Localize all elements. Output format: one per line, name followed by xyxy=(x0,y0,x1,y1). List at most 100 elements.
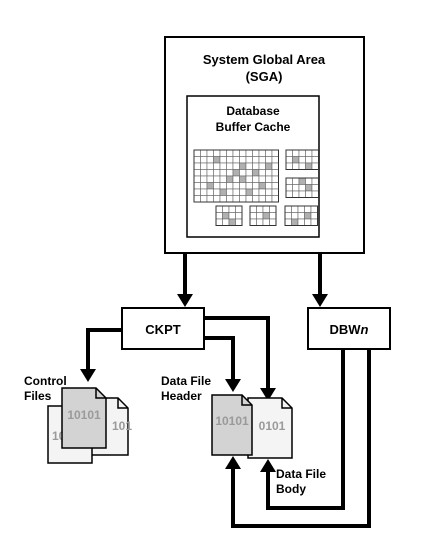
buffer-block xyxy=(252,175,260,183)
buffer-block xyxy=(298,177,306,185)
buffer-block xyxy=(285,149,293,157)
buffer-block xyxy=(291,218,299,226)
buffer-block xyxy=(256,212,264,220)
control-files-label-line2: Files xyxy=(24,389,52,403)
arrow-ckpt-to-header-back xyxy=(204,316,270,390)
buffer-block xyxy=(265,156,273,164)
buffer-block xyxy=(284,212,292,220)
buffer-block xyxy=(258,156,266,164)
buffer-block xyxy=(269,212,277,220)
buffer-block xyxy=(298,184,306,192)
buffer-block xyxy=(284,205,292,213)
buffer-grid-outline xyxy=(215,205,243,226)
buffer-block xyxy=(200,195,208,203)
buffer-block xyxy=(310,212,318,220)
buffer-block xyxy=(235,212,243,220)
buffer-block xyxy=(271,162,279,170)
data-file-header-label-line1: Data File xyxy=(161,374,211,388)
buffer-block xyxy=(245,149,253,157)
buffer-grid-3 xyxy=(285,177,319,198)
buffer-block xyxy=(219,182,227,190)
buffer-block xyxy=(292,162,300,170)
buffer-block xyxy=(252,162,260,170)
sga-title-line2: (SGA) xyxy=(246,69,283,84)
buffer-block xyxy=(297,205,305,213)
buffer-block xyxy=(222,218,230,226)
buffer-block xyxy=(305,184,313,192)
buffer-block xyxy=(311,162,319,170)
buffer-block xyxy=(271,182,279,190)
buffer-block xyxy=(305,190,313,198)
buffer-block xyxy=(285,190,293,198)
buffer-block xyxy=(213,175,221,183)
buffer-block xyxy=(193,169,201,177)
buffer-block xyxy=(213,195,221,203)
buffer-block xyxy=(284,218,292,226)
buffer-block xyxy=(226,195,234,203)
buffer-block xyxy=(269,205,277,213)
buffer-block xyxy=(311,156,319,164)
buffer-block xyxy=(193,175,201,183)
buffer-block xyxy=(252,188,260,196)
buffer-block xyxy=(298,162,306,170)
buffer-block xyxy=(200,162,208,170)
arrow-ckpt-to-control-files xyxy=(86,328,122,371)
buffer-block xyxy=(258,188,266,196)
control-file-front-text: 10101 xyxy=(67,408,101,422)
buffer-grid-4 xyxy=(215,205,243,226)
arrowhead-ckpt-to-header-front xyxy=(225,379,241,392)
buffer-block-grids xyxy=(193,149,319,226)
arrowhead-ckpt-to-header-back xyxy=(260,388,276,401)
buffer-block xyxy=(232,175,240,183)
buffer-block xyxy=(245,162,253,170)
buffer-block xyxy=(298,149,306,157)
buffer-block xyxy=(258,169,266,177)
buffer-block xyxy=(245,195,253,203)
buffer-block xyxy=(258,195,266,203)
buffer-block xyxy=(297,212,305,220)
buffer-block xyxy=(285,184,293,192)
buffer-block xyxy=(213,162,221,170)
control-file-back-text: 101 xyxy=(112,419,132,433)
data-file-front-text: 10101 xyxy=(215,414,249,428)
buffer-cache-title-line2: Buffer Cache xyxy=(216,120,291,134)
buffer-grid-outline xyxy=(284,205,318,226)
buffer-block xyxy=(239,182,247,190)
sga-title-line1: System Global Area xyxy=(203,52,326,67)
buffer-block xyxy=(292,184,300,192)
buffer-block xyxy=(245,182,253,190)
buffer-block xyxy=(258,182,266,190)
buffer-block xyxy=(193,149,201,157)
buffer-block xyxy=(265,195,273,203)
buffer-block xyxy=(235,218,243,226)
buffer-grid-5 xyxy=(249,205,277,226)
buffer-block xyxy=(206,156,214,164)
buffer-block xyxy=(245,188,253,196)
buffer-block xyxy=(291,212,299,220)
buffer-block xyxy=(213,182,221,190)
buffer-block xyxy=(271,169,279,177)
buffer-block xyxy=(252,195,260,203)
buffer-block xyxy=(206,182,214,190)
buffer-block xyxy=(298,190,306,198)
buffer-block xyxy=(304,212,312,220)
buffer-block xyxy=(239,169,247,177)
buffer-block xyxy=(219,175,227,183)
buffer-block xyxy=(239,156,247,164)
buffer-grid-1 xyxy=(193,149,279,203)
buffer-block xyxy=(252,182,260,190)
buffer-block xyxy=(222,212,230,220)
buffer-block xyxy=(256,205,264,213)
buffer-block xyxy=(305,156,313,164)
buffer-block xyxy=(291,205,299,213)
buffer-block xyxy=(311,184,319,192)
buffer-block xyxy=(271,156,279,164)
buffer-block xyxy=(219,156,227,164)
buffer-block xyxy=(262,205,270,213)
arrowhead-dbwn-to-data-file xyxy=(225,456,241,469)
buffer-block xyxy=(232,169,240,177)
buffer-block xyxy=(271,195,279,203)
buffer-block xyxy=(232,156,240,164)
buffer-block xyxy=(213,169,221,177)
buffer-block xyxy=(262,212,270,220)
